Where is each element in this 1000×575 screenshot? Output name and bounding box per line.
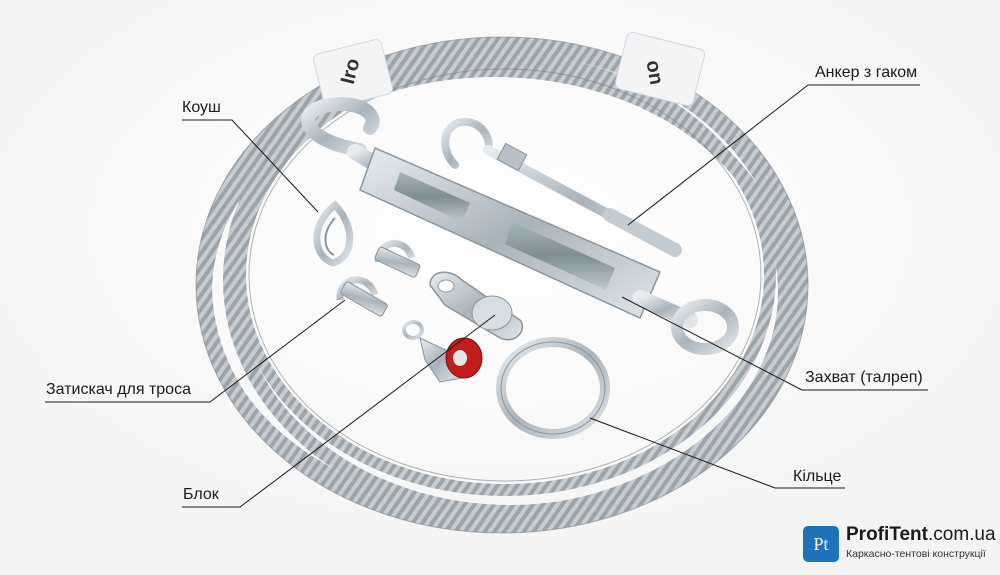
label-anchor: Анкер з гаком (815, 64, 918, 81)
wire-clamp-1 (374, 239, 421, 278)
label-ring: Кільце (793, 468, 842, 485)
wire-rope-coil (196, 37, 808, 533)
thimble (313, 200, 354, 267)
label-clamp: Затискач для троса (46, 381, 191, 398)
logo-tagline: Каркасно-тентові конструкції (846, 548, 986, 560)
wire-clamp-2 (336, 276, 388, 317)
pulley-block-red (402, 320, 483, 383)
steel-ring (496, 337, 610, 439)
callout-lines (45, 84, 928, 508)
logo-name: ProfiTent.com.ua (846, 524, 996, 545)
svg-text:on: on (641, 59, 667, 87)
label-block: Блок (183, 486, 219, 503)
label-turnbuckle: Захват (талреп) (805, 369, 923, 386)
label-thimble: Коуш (182, 99, 221, 116)
hook-anchor (441, 117, 682, 257)
profitent-logo: Pt ProfiTent.com.ua Каркасно-тентові кон… (803, 524, 996, 566)
logo-badge-icon: Pt (803, 526, 839, 562)
coil-tape-right: on (614, 31, 706, 107)
turnbuckle (301, 97, 739, 355)
pulley-block-steel (429, 271, 524, 341)
